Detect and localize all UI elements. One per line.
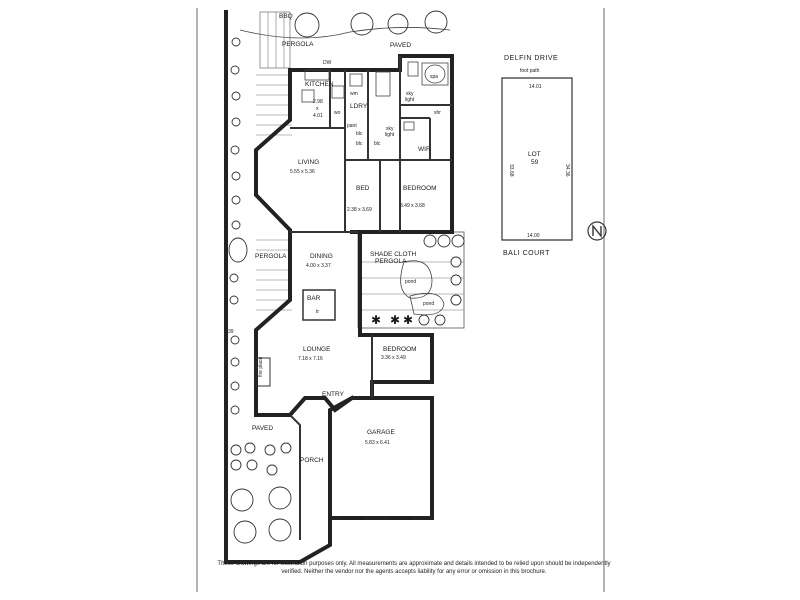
bedroom-front-name: BEDROOM: [383, 346, 417, 353]
wall-oven-label: wo: [334, 110, 341, 116]
kitchen-dim-2: x: [316, 106, 319, 112]
skylight-2-sky: sky: [406, 91, 414, 97]
fixtures: [301, 61, 449, 131]
dishwasher-label: DW: [323, 60, 332, 66]
street-bali-court: BALI COURT: [503, 250, 550, 257]
interior-walls: [255, 56, 452, 398]
lot-diagram: [501, 77, 573, 241]
skylight-1-sky: sky: [386, 126, 394, 132]
side-number: 39: [228, 329, 234, 335]
laundry-label: LDRY: [350, 103, 368, 110]
entry-label: ENTRY: [322, 391, 345, 398]
pond-label-1: pond: [405, 279, 416, 285]
garage-dim: 5.83 x 6.41: [365, 440, 390, 446]
lot-label: LOT: [528, 151, 541, 158]
pond-label-2: pond: [423, 301, 434, 307]
living-dim: 5.55 x 5.36: [290, 169, 315, 175]
bar-label: BAR: [307, 295, 321, 302]
paved-side-label: PAVED: [252, 425, 273, 432]
lounge-dim: 7.18 x 7.16: [298, 356, 323, 362]
page-frame: [196, 8, 605, 592]
kitchen-dim-3: 4.01: [313, 113, 323, 119]
pantry-label: pant: [347, 123, 357, 129]
house-walls: [254, 54, 454, 540]
bed-small-dim: 2.38 x 3.69: [347, 207, 372, 213]
dining-name: DINING: [310, 253, 333, 260]
shade-cloth-label: SHADE CLOTH: [370, 251, 417, 258]
blc-label-1: blc: [356, 131, 363, 137]
shower-label: shr: [434, 110, 441, 116]
shade-pergola-label: PERGOLA: [375, 258, 407, 265]
bedroom-main-dim: 3.49 x 3.68: [400, 203, 425, 209]
bar-fixture-label: tr: [316, 309, 319, 315]
kitchen-name: KITCHEN: [305, 81, 334, 88]
street-delfin-drive: DELFIN DRIVE: [504, 55, 558, 62]
spa-label: spa: [430, 74, 438, 80]
svg-text:✱: ✱: [371, 313, 381, 327]
pergola-top-label: PERGOLA: [282, 41, 314, 48]
dining-dim: 4.00 x 3.37: [306, 263, 331, 269]
property-boundary: [224, 10, 332, 564]
living-name: LIVING: [298, 159, 319, 166]
svg-text:✱: ✱: [390, 313, 400, 327]
blc-label-2: blc: [356, 141, 363, 147]
bed-small-name: BED: [356, 185, 370, 192]
roll-a-door-label-1: roll-a-door: [341, 516, 364, 522]
svg-text:✱: ✱: [403, 313, 413, 327]
lot-top-dimension: 14.01: [529, 84, 542, 90]
pergola-top-hatch: [259, 11, 291, 69]
north-arrow-icon: [587, 221, 607, 241]
disclaimer-text: These drawings are for illustration purp…: [217, 561, 611, 575]
wir-label: WIR: [418, 146, 431, 153]
bedroom-main-name: BEDROOM: [403, 185, 437, 192]
lot-number: 59: [531, 159, 539, 166]
lot-right-dimension: 34.36: [564, 164, 570, 177]
paved-top-label: PAVED: [390, 42, 411, 49]
garden-trees-top: [239, 10, 451, 39]
pergola-side-label: PERGOLA: [255, 253, 287, 260]
porch-label: PORCH: [300, 457, 324, 464]
blc-label-3: blc: [374, 141, 381, 147]
roll-a-door-label-2: roll-a-door: [389, 516, 412, 522]
washing-machine-label: wm: [350, 91, 358, 97]
lot-left-dimension: 33.68: [508, 164, 514, 177]
footpath-label: foot path: [520, 68, 540, 74]
fireplace-label: fire place: [258, 356, 264, 377]
garage-name: GARAGE: [367, 429, 395, 436]
skylight-2-light: light: [405, 97, 415, 103]
skylight-1-light: light: [385, 132, 395, 138]
kitchen-dim-1: 2.98: [313, 99, 323, 105]
bedroom-front-dim: 3.36 x 3.49: [381, 355, 406, 361]
lot-bottom-dimension: 14.00: [527, 233, 540, 239]
garden-trees-left: [228, 37, 248, 415]
garden-trees-bottom: [230, 442, 292, 544]
bbq-label: BBQ: [279, 13, 293, 20]
pergola-side-hatch: [256, 74, 292, 311]
lounge-name: LOUNGE: [303, 346, 331, 353]
